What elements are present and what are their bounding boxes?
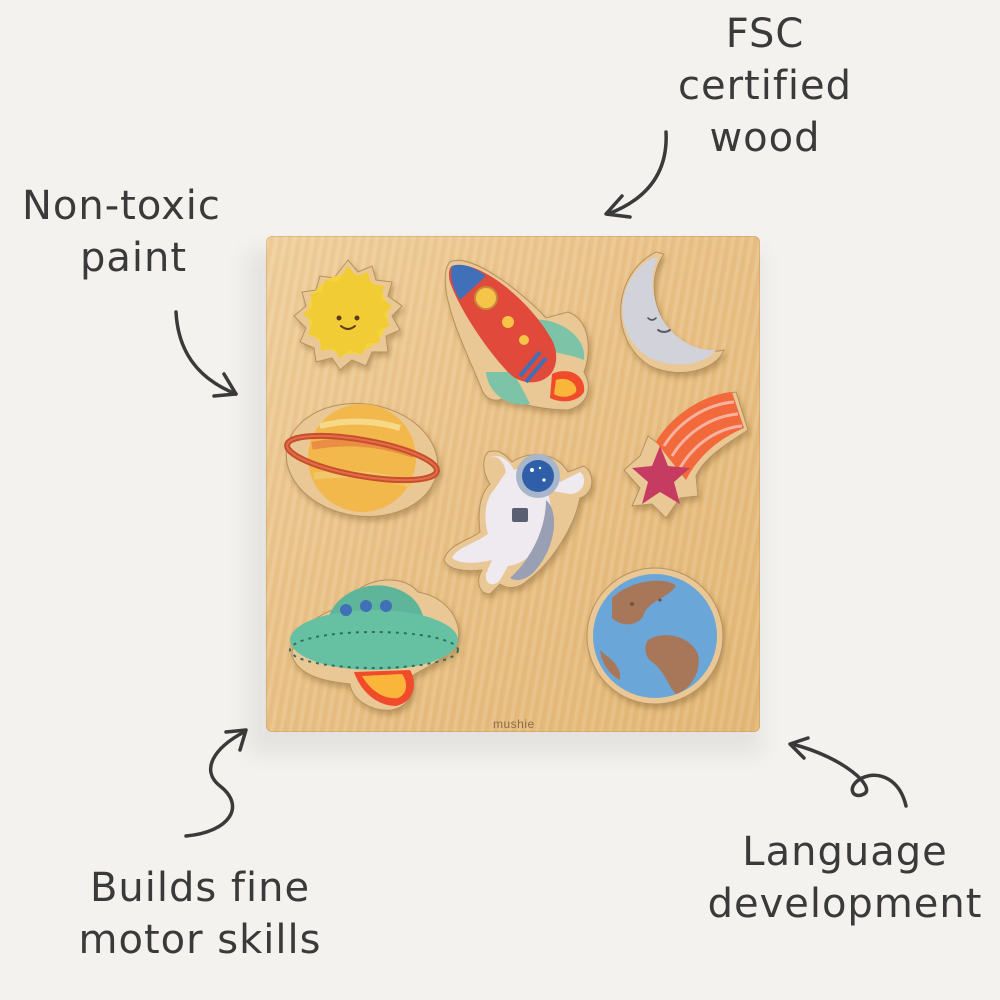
callout-motor-line-1: Builds fine — [89, 865, 311, 911]
sun-piece[interactable] — [293, 259, 403, 371]
moon-piece[interactable] — [620, 251, 725, 373]
rocket-piece[interactable] — [444, 259, 589, 411]
callout-non-toxic-paint: Non-toxic paint — [22, 180, 282, 284]
astronaut-piece[interactable] — [443, 450, 593, 595]
brand-label: mushie — [493, 717, 535, 731]
arrow-motor-head — [224, 728, 248, 752]
shooting-star-piece[interactable] — [623, 391, 749, 519]
callout-nontoxic-line-2: paint — [80, 235, 188, 281]
callout-language-line-1: Language — [742, 829, 948, 875]
arrow-nontoxic — [174, 310, 238, 396]
callout-fsc-line-3: wood — [709, 115, 821, 161]
callout-fsc-line-1: FSC — [725, 11, 805, 57]
callout-language-development: Language development — [700, 826, 990, 930]
arrow-motor — [184, 730, 246, 838]
arrow-fsc-head — [604, 194, 632, 219]
ufo-piece[interactable] — [289, 579, 460, 711]
arrow-nontoxic-head — [212, 372, 238, 398]
callout-fsc-certified-wood: FSC certified wood — [655, 8, 875, 164]
earth-piece[interactable] — [586, 567, 724, 705]
planet-piece[interactable] — [279, 394, 445, 526]
arrow-fsc — [606, 130, 668, 216]
callout-nontoxic-line-1: Non-toxic — [22, 183, 221, 229]
arrow-language — [790, 742, 908, 808]
callout-motor-line-2: motor skills — [78, 917, 322, 963]
callout-fine-motor-skills: Builds fine motor skills — [60, 862, 340, 966]
callout-fsc-line-2: certified — [677, 63, 853, 109]
callout-language-line-2: development — [707, 881, 983, 927]
arrow-language-head — [788, 736, 810, 760]
